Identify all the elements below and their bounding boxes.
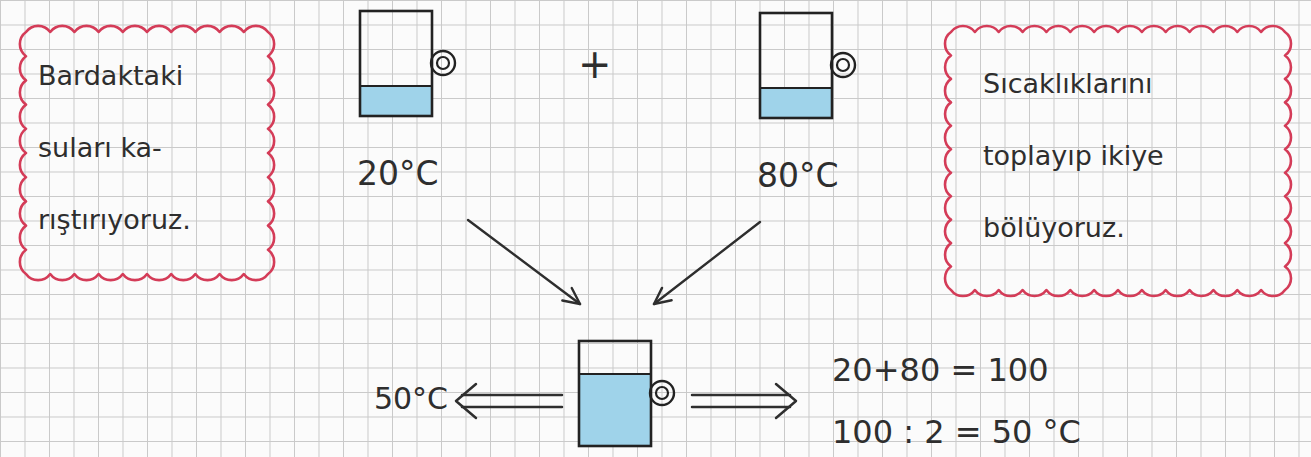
temperature-label: 50°C xyxy=(374,379,448,419)
cup-handle xyxy=(431,51,455,75)
connector-line xyxy=(654,222,760,304)
double-arrow-right-head xyxy=(776,384,796,418)
cup-body xyxy=(579,341,651,446)
connector xyxy=(468,220,580,304)
connector xyxy=(654,222,760,304)
water-cup: 20°C xyxy=(345,8,473,194)
cup-illustration xyxy=(757,10,857,122)
arrow-head xyxy=(562,288,580,304)
cup-handle-inner xyxy=(437,57,449,69)
calculation: 20+80 = 100 xyxy=(832,350,1048,390)
cloud-note: Sıcaklıklarını toplayıp ikiye bölüyoruz. xyxy=(933,14,1303,308)
water-line xyxy=(760,87,832,89)
cloud-text: Sıcaklıklarını toplayıp ikiye bölüyoruz. xyxy=(983,48,1253,264)
cup-illustration xyxy=(576,338,676,450)
cup-body xyxy=(760,13,832,118)
cup-handle-inner xyxy=(837,59,849,71)
cup-body xyxy=(360,11,432,116)
double-arrow-right xyxy=(692,395,790,407)
temperature-label: 20°C xyxy=(345,154,473,194)
water-line xyxy=(360,85,432,87)
plus-sign: + xyxy=(578,44,612,84)
cloud-text: Bardaktaki suları ka- rıştırıyoruz. xyxy=(38,40,256,256)
water-cup: 50°C xyxy=(576,338,684,450)
water xyxy=(360,86,432,116)
water-line xyxy=(579,373,651,375)
water xyxy=(579,374,651,446)
temperature-label: 80°C xyxy=(745,156,873,196)
cup-handle xyxy=(650,381,674,405)
calculation: 100 : 2 = 50 °C xyxy=(832,412,1081,452)
double-arrow-left-head xyxy=(456,384,476,418)
cloud-outline xyxy=(8,14,286,292)
cup-illustration xyxy=(357,8,457,120)
water-cup: 80°C xyxy=(745,10,873,196)
cup-handle-inner xyxy=(656,387,668,399)
water xyxy=(760,88,832,118)
arrow-head xyxy=(654,288,672,304)
cloud-border xyxy=(945,26,1291,296)
cloud-note: Bardaktaki suları ka- rıştırıyoruz. xyxy=(8,14,286,292)
cup-wrap xyxy=(345,8,473,120)
cup-wrap xyxy=(745,10,873,122)
cup-handle xyxy=(831,53,855,77)
cloud-outline xyxy=(933,14,1303,308)
double-arrow-left xyxy=(462,395,562,407)
connector-line xyxy=(468,220,580,304)
cloud-border xyxy=(20,26,274,280)
